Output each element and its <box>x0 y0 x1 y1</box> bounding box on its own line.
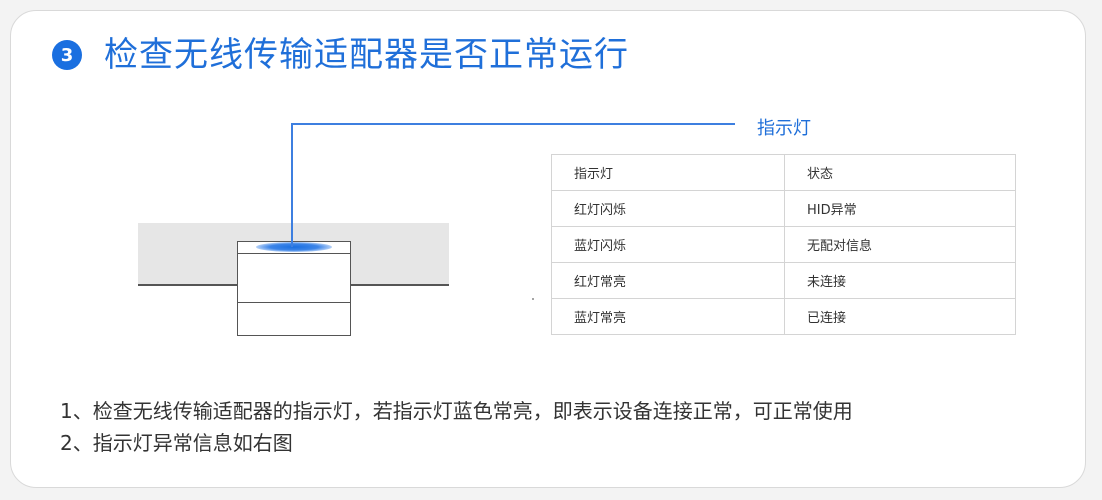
callout-line-horizontal <box>292 123 735 125</box>
status-cell: 未连接 <box>784 262 1016 299</box>
indicator-status-table: 指示灯 状态 红灯闪烁 HID异常 蓝灯闪烁 无配对信息 红灯常亮 未连接 蓝灯… <box>551 154 1016 335</box>
note-item: 1、检查无线传输适配器的指示灯，若指示灯蓝色常亮，即表示设备连接正常，可正常使用 <box>60 399 853 423</box>
step-heading: 3 检查无线传输适配器是否正常运行 <box>52 38 629 72</box>
indicator-cell: 红灯常亮 <box>551 262 785 299</box>
table-row: 蓝灯闪烁 无配对信息 <box>551 226 1016 263</box>
table-header-row: 指示灯 状态 <box>551 154 1016 191</box>
page-title: 检查无线传输适配器是否正常运行 <box>104 35 629 75</box>
table-row: 红灯闪烁 HID异常 <box>551 190 1016 227</box>
indicator-light-icon <box>256 242 332 252</box>
table-row: 蓝灯常亮 已连接 <box>551 298 1016 335</box>
indicator-cell: 蓝灯闪烁 <box>551 226 785 263</box>
adapter-base <box>237 302 351 336</box>
callout-label: 指示灯 <box>757 118 811 139</box>
note-item: 2、指示灯异常信息如右图 <box>60 431 293 455</box>
status-cell: 无配对信息 <box>784 226 1016 263</box>
adapter-body <box>237 253 351 303</box>
status-cell: 已连接 <box>784 298 1016 335</box>
notes-list: 1、检查无线传输适配器的指示灯，若指示灯蓝色常亮，即表示设备连接正常，可正常使用… <box>60 395 853 459</box>
indicator-cell: 蓝灯常亮 <box>551 298 785 335</box>
step-number-badge: 3 <box>52 40 82 70</box>
header-cell-status: 状态 <box>784 154 1016 191</box>
decorative-dot <box>532 298 534 300</box>
table-row: 红灯常亮 未连接 <box>551 262 1016 299</box>
status-cell: HID异常 <box>784 190 1016 227</box>
header-cell-indicator: 指示灯 <box>551 154 785 191</box>
callout-line-vertical <box>291 123 293 247</box>
indicator-cell: 红灯闪烁 <box>551 190 785 227</box>
